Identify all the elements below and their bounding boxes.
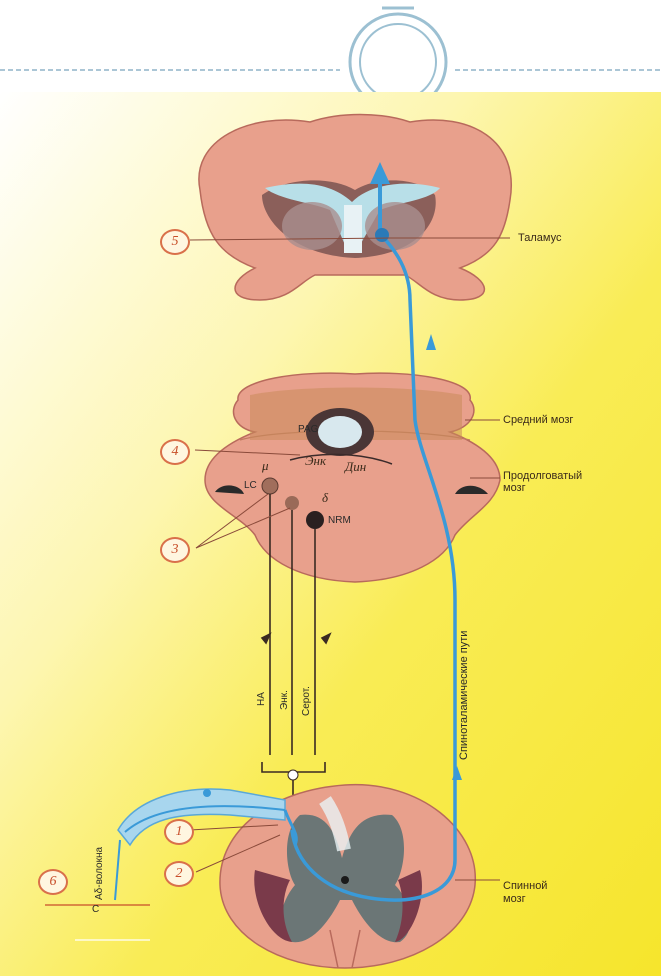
label-nrm: NRM — [328, 515, 351, 526]
label-dinorph: Дин — [345, 459, 366, 475]
label-pag: PAG — [298, 424, 318, 435]
label-spinal-1: Спинной — [503, 880, 547, 892]
label-na: НА — [256, 692, 267, 706]
marker-1: 1 — [164, 819, 194, 845]
marker-4: 4 — [160, 439, 190, 465]
label-lc: LC — [244, 480, 257, 491]
thalamus-nucleus — [375, 228, 389, 242]
marker-5: 5 — [160, 229, 190, 255]
marker-6: 6 — [38, 869, 68, 895]
label-mu: μ — [262, 458, 269, 474]
label-fiber-c: C — [92, 904, 99, 915]
label-thalamus: Таламус — [518, 232, 561, 244]
label-enk-italic: Энк — [305, 453, 326, 469]
label-medulla-1: Продолговатый — [503, 470, 582, 482]
label-midbrain: Средний мозг — [503, 414, 573, 426]
label-spinal-2: мозг — [503, 893, 526, 905]
marker-3: 3 — [160, 537, 190, 563]
label-fibers: Aδ-волокна — [94, 847, 105, 900]
label-tract: Спиноталамические пути — [458, 631, 470, 760]
label-delta: δ — [322, 490, 328, 506]
label-medulla-2: мозг — [503, 482, 526, 494]
marker-2: 2 — [164, 861, 194, 887]
label-serot: Серот. — [301, 686, 312, 716]
label-enk: Энк. — [279, 690, 290, 710]
